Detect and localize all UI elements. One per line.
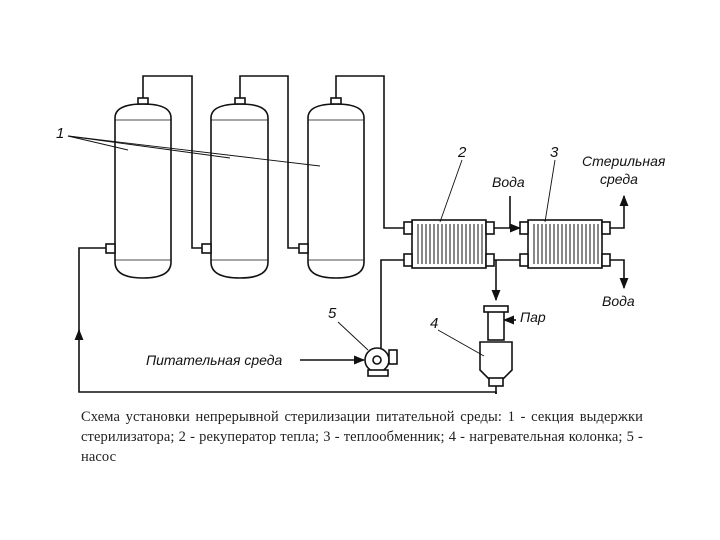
pipe-vessel3-to-recuperator bbox=[335, 75, 404, 229]
leader-1a bbox=[67, 135, 129, 151]
label-water-out: Вода bbox=[602, 293, 635, 309]
heating-column bbox=[479, 305, 513, 394]
heat-exchanger-plates bbox=[533, 224, 599, 264]
label-recuperator-2: 2 bbox=[457, 144, 467, 161]
label-feed-medium: Питательная среда bbox=[146, 352, 282, 368]
water-outlet-line bbox=[610, 259, 629, 290]
pipe-pump-to-recuperator bbox=[380, 259, 404, 348]
figure-caption: Схема установки непрерывной стерилизации… bbox=[81, 409, 643, 465]
leader-2 bbox=[439, 159, 463, 223]
pipe-vessel1-to-vessel2 bbox=[142, 75, 202, 249]
pipe-vessel2-to-vessel3 bbox=[239, 75, 299, 249]
pump bbox=[364, 347, 398, 377]
label-steam: Пар bbox=[520, 309, 546, 325]
recuperator bbox=[411, 219, 487, 269]
label-sterile-medium-1: Стерильная bbox=[582, 153, 666, 169]
leader-5 bbox=[337, 321, 369, 351]
recuperator-plates bbox=[417, 224, 483, 264]
label-pump-5: 5 bbox=[328, 305, 337, 322]
holding-vessel-3 bbox=[307, 103, 365, 279]
holding-vessel-1 bbox=[114, 103, 172, 279]
water-inlet-line bbox=[509, 196, 522, 233]
sterile-medium-outlet bbox=[610, 194, 629, 229]
leader-1c bbox=[67, 135, 321, 167]
label-water-in: Вода bbox=[492, 174, 525, 190]
heat-exchanger bbox=[527, 219, 603, 269]
return-line-to-vessel1 bbox=[78, 247, 497, 394]
leader-4 bbox=[437, 329, 485, 357]
leader-3 bbox=[544, 159, 556, 223]
label-column-4: 4 bbox=[430, 315, 438, 332]
holding-vessel-2 bbox=[210, 103, 269, 279]
label-section-1: 1 bbox=[56, 125, 64, 142]
label-sterile-medium-2: среда bbox=[600, 171, 638, 187]
label-exchanger-3: 3 bbox=[550, 144, 559, 161]
